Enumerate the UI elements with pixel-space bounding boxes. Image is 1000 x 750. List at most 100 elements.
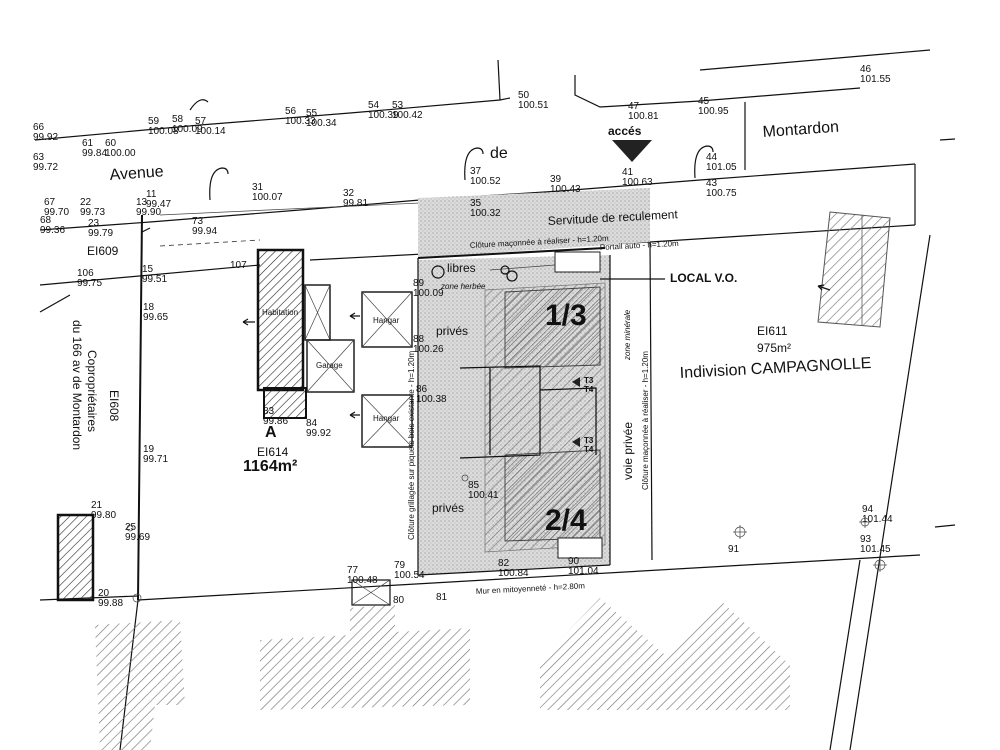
survey-point-elevation: 100.48 bbox=[347, 575, 378, 586]
survey-point-number: 19 bbox=[143, 444, 155, 455]
survey-point-number: 68 bbox=[40, 215, 52, 226]
survey-point-number: 94 bbox=[862, 504, 874, 515]
zone-herbee-label: zone herbée bbox=[440, 282, 486, 291]
survey-point-elevation: 99.81 bbox=[343, 198, 368, 209]
survey-point-elevation: 99.36 bbox=[40, 225, 65, 236]
street-lamp-icon bbox=[189, 99, 714, 201]
survey-point-number: 11 bbox=[146, 189, 157, 200]
copro-line-2: du 166 av de Montardon bbox=[70, 320, 84, 450]
lot-2-4-label: 2/4 bbox=[545, 504, 587, 537]
t3-label-top: T3 bbox=[584, 376, 594, 385]
survey-point-labels: 6699.926399.726199.8460100.0059100.08581… bbox=[33, 64, 893, 609]
survey-point-number: 81 bbox=[436, 592, 448, 603]
survey-point-elevation: 100.09 bbox=[172, 124, 203, 135]
survey-point-elevation: 101.05 bbox=[706, 162, 737, 173]
survey-point-elevation: 100.84 bbox=[498, 568, 529, 579]
survey-point-number: 91 bbox=[728, 544, 740, 555]
survey-point-number: 22 bbox=[80, 197, 92, 208]
survey-point-elevation: 99.90 bbox=[136, 207, 161, 218]
survey-point-number: 20 bbox=[98, 588, 110, 599]
survey-point-elevation: 100.43 bbox=[550, 184, 581, 195]
parcel-a-label: A bbox=[265, 424, 277, 441]
survey-point-number: 106 bbox=[77, 268, 94, 279]
survey-point-elevation: 99.71 bbox=[143, 454, 168, 465]
survey-point-elevation: 100.41 bbox=[468, 490, 499, 501]
survey-point-number: 53 bbox=[392, 100, 404, 111]
libres-label: libres bbox=[447, 261, 476, 275]
survey-point-elevation: 100.26 bbox=[413, 344, 444, 355]
access-label: accés bbox=[608, 124, 642, 138]
survey-point-number: 56 bbox=[285, 106, 297, 117]
survey-point-elevation: 99.70 bbox=[44, 207, 69, 218]
survey-point-elevation: 100.52 bbox=[470, 176, 501, 187]
survey-point-number: 23 bbox=[88, 218, 100, 229]
survey-point-elevation: 100.09 bbox=[413, 288, 444, 299]
survey-point-elevation: 101.55 bbox=[860, 74, 891, 85]
survey-point-number: 67 bbox=[44, 197, 56, 208]
survey-point-elevation: 99.92 bbox=[33, 132, 58, 143]
survey-point-elevation: 99.75 bbox=[77, 278, 102, 289]
survey-point-elevation: 100.07 bbox=[252, 192, 283, 203]
survey-point-number: 82 bbox=[498, 558, 510, 569]
survey-point-number: 37 bbox=[470, 166, 482, 177]
survey-point-elevation: 99.92 bbox=[306, 428, 331, 439]
copro-line-1: Copropriétaires bbox=[85, 350, 99, 432]
survey-point-elevation: 100.51 bbox=[518, 100, 549, 111]
survey-point-number: 73 bbox=[192, 216, 204, 227]
ei611-label: EI611 bbox=[757, 324, 788, 338]
survey-point-elevation: 99.80 bbox=[91, 510, 116, 521]
street-word-de: de bbox=[490, 145, 508, 162]
survey-point-number: 80 bbox=[393, 595, 405, 606]
local-vo-label: LOCAL V.O. bbox=[670, 271, 737, 285]
voie-privee-label: voie privée bbox=[621, 422, 635, 480]
survey-point-number: 50 bbox=[518, 90, 530, 101]
survey-point-elevation: 99.86 bbox=[263, 416, 288, 427]
street-word-montardon: Montardon bbox=[762, 119, 839, 141]
t4-label-bottom: T4 bbox=[584, 445, 594, 454]
survey-point-elevation: 99.88 bbox=[98, 598, 123, 609]
survey-point-elevation: 100.39 bbox=[368, 110, 399, 121]
survey-point-number: 60 bbox=[105, 138, 117, 149]
right-wall-label: Clôture maçonnée à réaliser - h=1.20m bbox=[641, 351, 650, 490]
survey-point-number: 54 bbox=[368, 100, 380, 111]
survey-point-elevation: 100.75 bbox=[706, 188, 737, 199]
survey-point-number: 31 bbox=[252, 182, 264, 193]
survey-point-number: 61 bbox=[82, 138, 94, 149]
hangar-label-bottom: Hangar bbox=[373, 414, 400, 423]
survey-point-number: 25 bbox=[125, 522, 137, 533]
survey-point-number: 93 bbox=[860, 534, 872, 545]
ei614-label: EI614 bbox=[257, 445, 289, 459]
survey-point-number: 44 bbox=[706, 152, 718, 163]
survey-point-number: 15 bbox=[142, 264, 154, 275]
prives-label-top: privés bbox=[436, 324, 468, 338]
survey-point-number: 32 bbox=[343, 188, 355, 199]
survey-point-number: 47 bbox=[628, 101, 640, 112]
zone-minerale-label: zone minérale bbox=[623, 309, 632, 361]
survey-markers bbox=[126, 474, 887, 603]
survey-point-elevation: 100.33 bbox=[285, 116, 316, 127]
existing-buildings bbox=[56, 211, 891, 750]
ei614-area: 1164m² bbox=[243, 458, 297, 475]
survey-point-elevation: 99.94 bbox=[192, 226, 217, 237]
survey-point-elevation: 100.32 bbox=[470, 208, 501, 219]
survey-point-number: 88 bbox=[413, 334, 425, 345]
survey-point-number: 41 bbox=[622, 167, 634, 178]
prives-label-bottom: privés bbox=[432, 501, 464, 515]
hangar-label-top: Hangar bbox=[373, 316, 400, 325]
survey-point-elevation: 99.51 bbox=[142, 274, 167, 285]
left-wall-label: Clôture grillagée sur piquets bois exist… bbox=[407, 350, 416, 540]
garage-label: Garage bbox=[316, 361, 343, 370]
survey-point-number: 45 bbox=[698, 96, 710, 107]
ei608-label: EI608 bbox=[107, 390, 121, 422]
habitation-label: Habitation bbox=[262, 308, 298, 317]
access-arrow-icon bbox=[612, 140, 652, 162]
survey-point-elevation: 100.14 bbox=[195, 126, 226, 137]
survey-point-number: 86 bbox=[416, 384, 428, 395]
t3-label-bottom: T3 bbox=[584, 436, 594, 445]
survey-point-number: 77 bbox=[347, 565, 359, 576]
ei609-label: EI609 bbox=[87, 244, 119, 258]
survey-point-number: 57 bbox=[195, 116, 207, 127]
survey-point-number: 55 bbox=[306, 108, 318, 119]
survey-point-number: 58 bbox=[172, 114, 184, 125]
